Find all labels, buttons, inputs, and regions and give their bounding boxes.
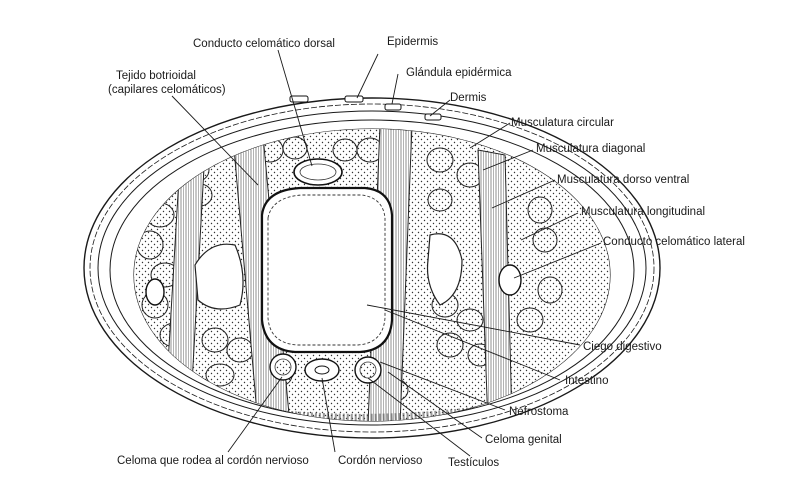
label-nefrostoma: Nefrostoma — [509, 406, 569, 418]
label-cordon-nervioso: Cordón nervioso — [338, 455, 422, 467]
label-musculatura-longitudinal: Musculatura longitudinal — [581, 206, 705, 218]
label-dermis: Dermis — [450, 92, 487, 104]
leader-lines — [171, 49, 602, 457]
label-musculatura-circular: Musculatura circular — [511, 117, 614, 129]
label-glandula-epidermica: Glándula epidérmica — [406, 67, 512, 79]
label-musculatura-dorso-ventral: Musculatura dorso ventral — [557, 174, 689, 186]
label-intestino: Intestino — [565, 375, 608, 387]
label-capilares-celomaticos: (capilares celomáticos) — [108, 84, 226, 96]
labels: Conducto celomático dorsal Epidermis Tej… — [108, 36, 745, 469]
label-ciego-digestivo: Ciego digestivo — [583, 341, 662, 353]
label-musculatura-diagonal: Musculatura diagonal — [536, 143, 645, 155]
interior — [134, 129, 610, 421]
label-conducto-celomatico-dorsal: Conducto celomático dorsal — [193, 38, 335, 50]
label-celoma-cordon: Celoma que rodea al cordón nervioso — [117, 455, 309, 467]
label-testiculos: Testículos — [448, 457, 499, 469]
label-epidermis: Epidermis — [387, 36, 438, 48]
label-celoma-genital: Celoma genital — [485, 434, 562, 446]
label-conducto-celomatico-lateral: Conducto celomático lateral — [603, 236, 745, 248]
epidermal-glands — [289, 95, 442, 121]
label-tejido-botrioidal: Tejido botrioidal — [116, 70, 196, 82]
